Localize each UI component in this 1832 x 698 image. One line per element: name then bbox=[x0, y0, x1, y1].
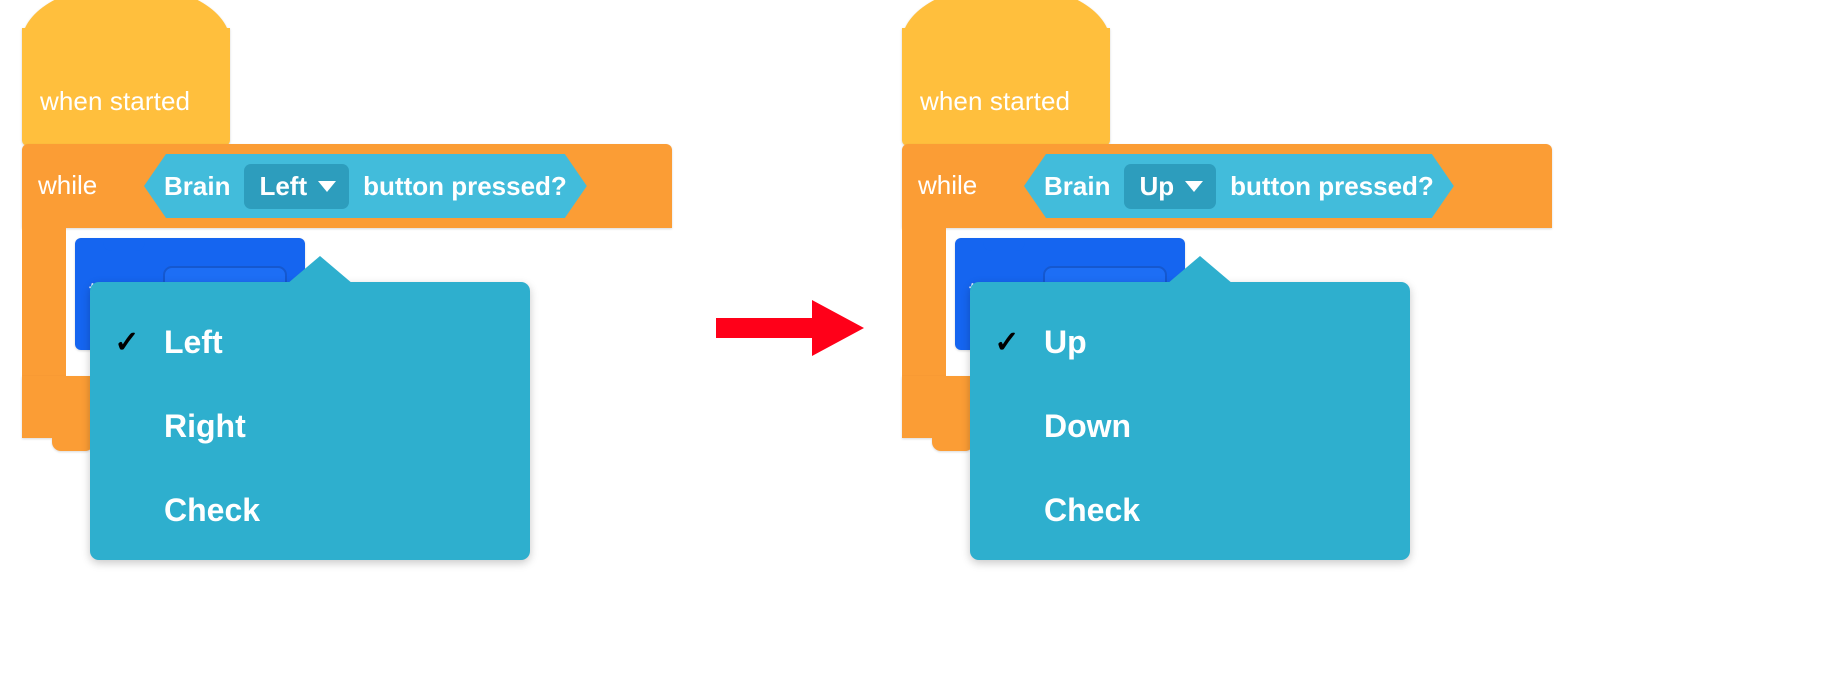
menu-item-label: Down bbox=[1044, 408, 1132, 444]
brain-button-pressed-boolean[interactable]: Brain Left button pressed? bbox=[144, 154, 587, 218]
brain-prefix-label: Brain bbox=[1044, 170, 1111, 201]
menu-item[interactable]: Down bbox=[970, 408, 1410, 445]
block-notch bbox=[932, 144, 974, 157]
hat-cap-shape bbox=[902, 0, 1110, 46]
menu-item-label: Left bbox=[164, 324, 223, 360]
brain-button-dropdown-value: Left bbox=[259, 170, 308, 201]
check-icon: ✓ bbox=[994, 325, 1020, 359]
transition-right-arrow-icon bbox=[716, 300, 864, 356]
menu-pointer-tip bbox=[287, 256, 353, 284]
while-loop-header[interactable]: while Brain Up button pressed? bbox=[902, 144, 1552, 228]
block-bump bbox=[932, 438, 974, 451]
menu-item-label: Right bbox=[164, 408, 246, 444]
when-started-hat-block[interactable]: when started bbox=[22, 0, 230, 146]
block-notch bbox=[103, 238, 145, 251]
menu-item[interactable]: ✓ Left bbox=[90, 324, 530, 361]
menu-pointer-tip bbox=[1167, 256, 1233, 284]
menu-item[interactable]: ✓ Up bbox=[970, 324, 1410, 361]
block-bump bbox=[52, 438, 94, 451]
while-label: while bbox=[918, 170, 978, 200]
block-stack-after: when started while Brain Up button press… bbox=[880, 0, 1660, 698]
chevron-down-icon bbox=[318, 181, 336, 192]
while-loop-block[interactable]: while Brain Left button pressed? bbox=[22, 144, 672, 451]
brain-button-dropdown[interactable]: Left bbox=[244, 164, 349, 209]
menu-item-label: Check bbox=[164, 492, 261, 528]
while-label: while bbox=[38, 170, 98, 200]
menu-item[interactable]: Check bbox=[970, 492, 1410, 529]
brain-button-dropdown[interactable]: Up bbox=[1124, 164, 1216, 209]
block-stack-before: when started while Brain Left button pre… bbox=[0, 0, 780, 698]
menu-item[interactable]: Right bbox=[90, 408, 530, 445]
menu-item-label: Up bbox=[1044, 324, 1087, 360]
brain-button-dropdown-menu[interactable]: ✓ Up Down Check bbox=[970, 256, 1410, 560]
hat-cap-shape bbox=[22, 0, 230, 46]
button-pressed-suffix-label: button pressed? bbox=[1230, 170, 1434, 201]
block-notch bbox=[983, 238, 1025, 251]
while-loop-left-arm bbox=[22, 228, 66, 376]
brain-prefix-label: Brain bbox=[164, 170, 231, 201]
block-notch bbox=[52, 144, 94, 157]
brain-button-dropdown-menu[interactable]: ✓ Left Right Check bbox=[90, 256, 530, 560]
while-loop-header[interactable]: while Brain Left button pressed? bbox=[22, 144, 672, 228]
when-started-label: when started bbox=[920, 86, 1071, 116]
while-loop-block[interactable]: while Brain Up button pressed? bbox=[902, 144, 1552, 451]
menu-item[interactable]: Check bbox=[90, 492, 530, 529]
while-loop-left-arm bbox=[902, 228, 946, 376]
when-started-label: when started bbox=[40, 86, 191, 116]
check-icon: ✓ bbox=[114, 325, 140, 359]
menu-item-label: Check bbox=[1044, 492, 1141, 528]
when-started-hat-block[interactable]: when started bbox=[902, 0, 1110, 146]
brain-button-pressed-boolean[interactable]: Brain Up button pressed? bbox=[1024, 154, 1454, 218]
chevron-down-icon bbox=[1185, 181, 1203, 192]
button-pressed-suffix-label: button pressed? bbox=[363, 170, 567, 201]
brain-button-dropdown-value: Up bbox=[1139, 170, 1175, 201]
